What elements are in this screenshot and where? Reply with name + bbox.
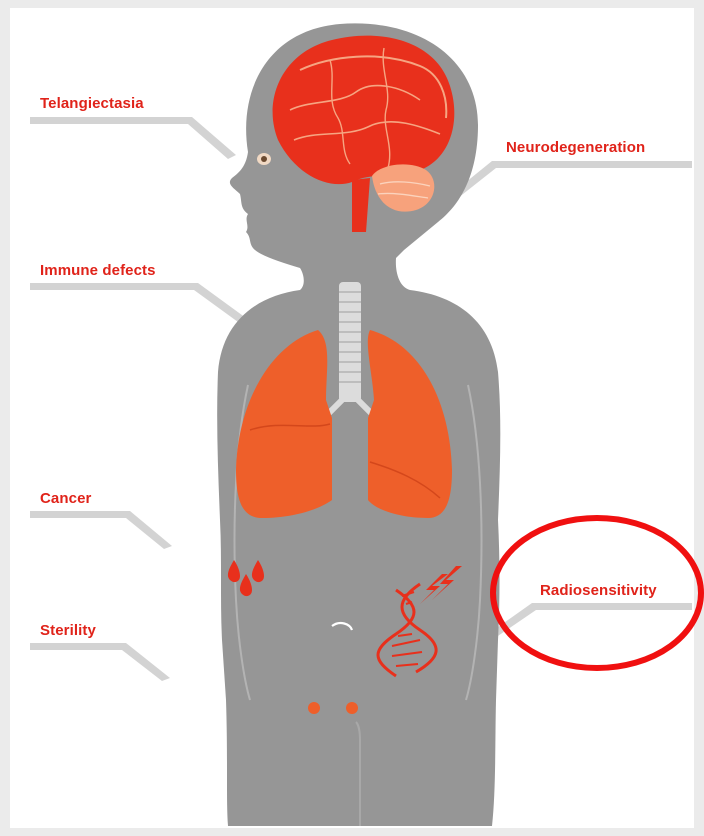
leader-telangiectasia xyxy=(30,117,236,159)
leader-cancer xyxy=(30,511,172,549)
label-cancer: Cancer xyxy=(40,490,91,508)
label-radiosensitivity: Radiosensitivity xyxy=(540,582,657,600)
label-sterility: Sterility xyxy=(40,622,96,640)
leader-sterility xyxy=(30,643,170,681)
leader-immune-defects xyxy=(30,283,246,322)
label-neurodegeneration: Neurodegeneration xyxy=(506,139,645,157)
leader-radiosensitivity xyxy=(484,603,692,640)
label-telangiectasia: Telangiectasia xyxy=(40,95,144,113)
label-immune-defects: Immune defects xyxy=(40,262,156,280)
leader-neurodegeneration xyxy=(450,161,692,198)
eye-icon xyxy=(257,153,271,165)
